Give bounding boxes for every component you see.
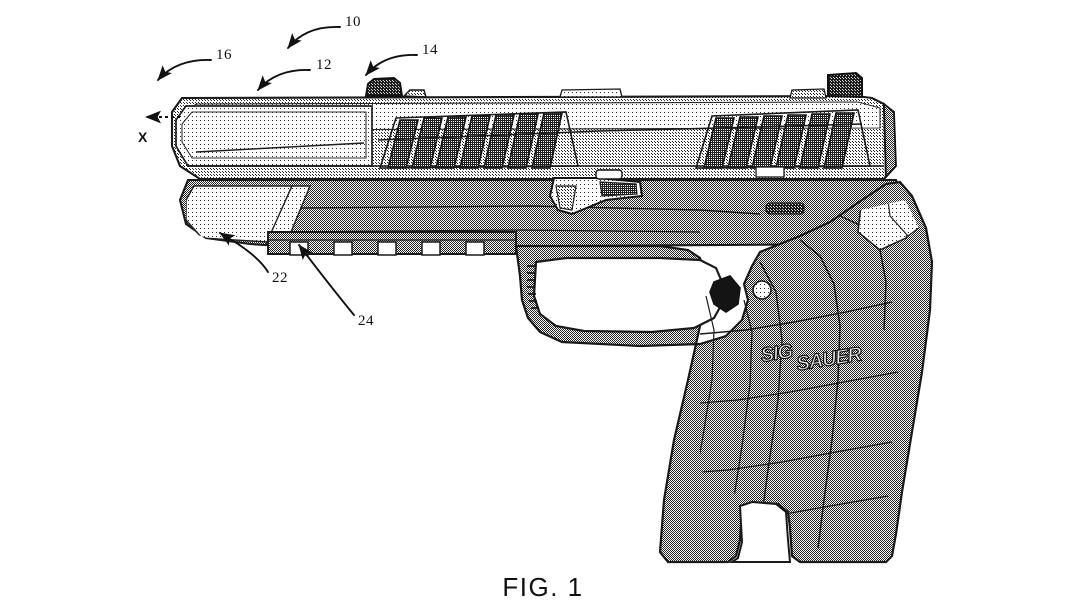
grip-group: SIG SAUER <box>514 180 934 564</box>
slide-catch-lever <box>548 169 644 216</box>
rear-sight <box>827 71 863 99</box>
frame-group <box>178 169 904 256</box>
grip-contours <box>700 200 925 553</box>
leader-14 <box>365 54 418 76</box>
front-sight <box>364 76 404 97</box>
figure-caption: FIG. 1 <box>502 572 584 602</box>
trigger-guard-opening <box>532 256 726 334</box>
magazine-release <box>752 280 772 300</box>
leader-12 <box>257 69 311 91</box>
leader-24 <box>298 244 355 316</box>
ref-numeral-10: 10 <box>345 14 361 30</box>
slide-contour-line <box>377 123 863 141</box>
muzzle-end-inner-line <box>181 111 367 159</box>
trigger-guard-serrations <box>527 265 539 309</box>
ref-numeral-22: 22 <box>272 270 288 286</box>
rail-slot <box>333 241 353 256</box>
rear-sight-base-step <box>789 88 827 99</box>
trigger <box>709 275 741 313</box>
rail-slot <box>421 241 441 256</box>
frame-long-scribe <box>299 205 761 215</box>
forward-serrations <box>378 111 579 169</box>
ejection-port-relief <box>755 166 785 178</box>
slide-group <box>170 71 897 181</box>
front-sight-shelf <box>402 89 427 98</box>
leader-10 <box>287 26 341 49</box>
grip-logo-sig: SIG <box>759 340 794 367</box>
leader-lines <box>157 26 418 316</box>
slide-top-step <box>559 88 623 98</box>
leader-16 <box>157 59 212 81</box>
ref-numeral-16: 16 <box>216 47 232 63</box>
magwell-base-notch <box>728 500 792 563</box>
muzzle-scribe-line <box>195 142 365 153</box>
rail-slot <box>465 241 485 256</box>
muzzle-end-panel <box>175 105 373 167</box>
ref-numeral-14: 14 <box>422 42 438 58</box>
slide-rear-face <box>883 102 897 180</box>
accessory-rail <box>267 231 517 256</box>
ref-numeral-12: 12 <box>316 57 332 73</box>
x-axis-label: X <box>138 129 148 145</box>
rail-slot <box>377 241 397 256</box>
leader-22 <box>219 232 269 273</box>
frame-marking-oval <box>765 202 805 215</box>
ref-numeral-24: 24 <box>358 313 374 329</box>
